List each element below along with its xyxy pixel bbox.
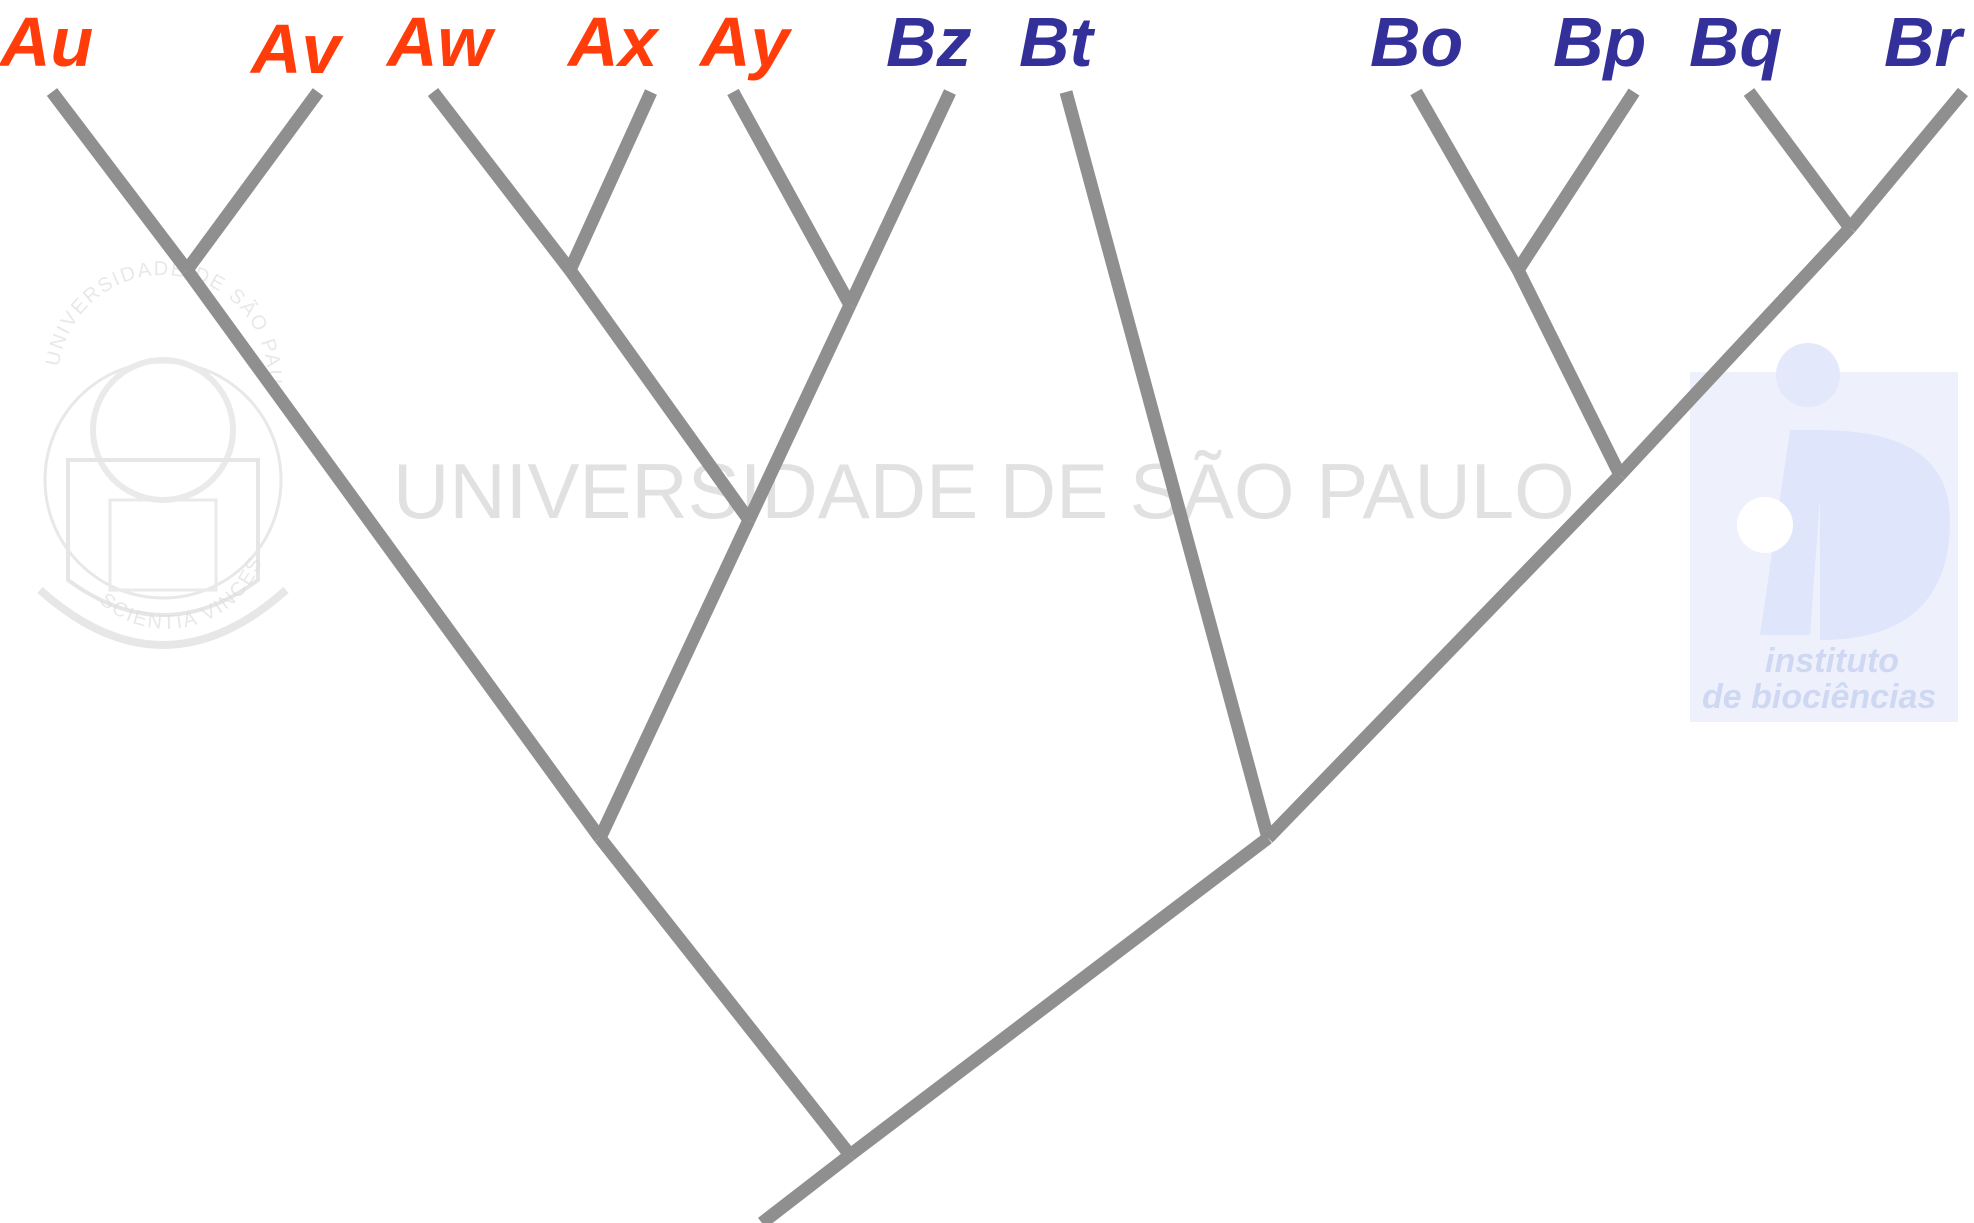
taxon-label-bo: Bo	[1370, 3, 1463, 81]
taxon-label-ax: Ax	[566, 3, 661, 81]
taxon-label-br: Br	[1884, 3, 1966, 81]
tree-branches	[46, 87, 1968, 1223]
taxon-label-ay: Ay	[698, 3, 793, 81]
institute-logo: instituto de biociências	[1690, 343, 1958, 722]
branch-uvwxyz-to-uv	[181, 266, 606, 842]
branch-root-to-uvwxyz	[594, 833, 856, 1160]
branch-wxyz-to-wx	[564, 266, 755, 524]
branch-t_opqr-to-bt	[1059, 90, 1275, 840]
university-seal-logo: UNIVERSIDADE DE SÃO PAULO SCIENTIA VINCE…	[0, 0, 289, 649]
branch-qr-to-br	[1845, 87, 1968, 233]
root-stem-branch	[758, 1149, 854, 1223]
branch-uv-to-av	[181, 88, 324, 274]
taxon-label-bq: Bq	[1689, 3, 1782, 81]
branch-yz-to-ay	[727, 88, 856, 309]
taxon-label-av: Av	[249, 10, 345, 88]
institute-name-line2: de biociências	[1702, 678, 1936, 716]
taxon-labels: Au Av Aw Ax Ay Bz Bt Bo Bp Bq Br	[0, 3, 1966, 88]
branch-t_opqr-to-opqr	[1263, 470, 1625, 843]
branch-uv-to-au	[46, 88, 193, 274]
watermark-university-name: UNIVERSIDADE DE SÃO PAULO	[393, 447, 1575, 535]
taxon-label-aw: Aw	[385, 3, 497, 81]
branch-op-to-bp	[1512, 88, 1640, 274]
branch-opqr-to-qr	[1615, 223, 1855, 480]
taxon-label-bp: Bp	[1553, 3, 1646, 81]
branch-wxyz-to-yz	[743, 302, 856, 523]
institute-name-line1: instituto	[1765, 642, 1899, 680]
taxon-label-bz: Bz	[886, 3, 972, 81]
branch-yz-to-bz	[844, 89, 956, 308]
branch-wx-to-ax	[564, 89, 657, 273]
branch-qr-to-bq	[1743, 88, 1856, 232]
branch-op-to-bo	[1410, 88, 1524, 274]
taxon-label-au: Au	[0, 3, 93, 81]
branch-uvwxyz-to-wxyz	[594, 517, 755, 841]
branch-opqr-to-op	[1512, 267, 1626, 478]
taxon-label-bt: Bt	[1019, 3, 1096, 81]
branch-root-to-t_opqr	[846, 832, 1272, 1161]
branch-wx-to-aw	[427, 88, 576, 274]
